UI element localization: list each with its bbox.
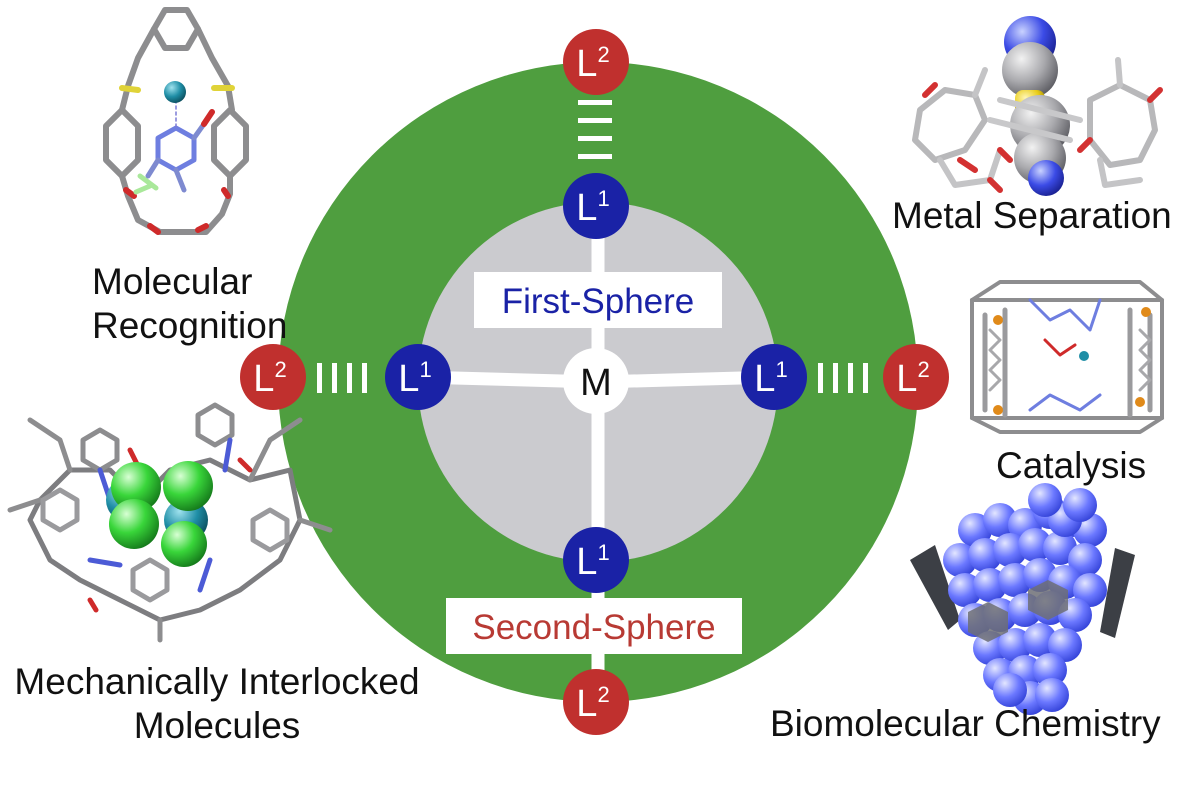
hbond-dash — [578, 118, 612, 123]
first-sphere-label: First-Sphere — [502, 282, 695, 321]
ligand-l2-right: L2 — [883, 344, 949, 410]
catalysis-label: Catalysis — [996, 445, 1147, 486]
mechanically-interlocked-label: Mechanically Interlocked Molecules — [2, 660, 432, 748]
ligand-l1-top: L1 — [563, 173, 629, 239]
atom-sphere — [993, 673, 1027, 707]
ligand-circle — [563, 527, 629, 593]
second-sphere-interactions — [317, 100, 868, 393]
ligand-label: L2 — [896, 357, 929, 400]
first-sphere-label-box: First-Sphere — [474, 272, 722, 328]
hbond-dash — [848, 363, 853, 393]
ligand-label: L2 — [253, 357, 286, 400]
second-sphere-label: Second-Sphere — [472, 608, 715, 647]
ligand-label: L2 — [576, 42, 609, 85]
ligand-circle — [741, 344, 807, 410]
macrocycle-host-guest-model — [103, 7, 249, 235]
ligand-label: L2 — [576, 682, 609, 725]
ligand-l1-left: L1 — [385, 344, 451, 410]
atom-sphere — [973, 631, 1007, 665]
ligand-label: L1 — [754, 357, 787, 400]
atom-sphere — [1018, 528, 1052, 562]
hbond-dash — [818, 363, 823, 393]
metal-separation-label: Metal Separation — [892, 195, 1172, 236]
atom-sphere — [1073, 573, 1107, 607]
ligand-l2-top: L2 — [563, 29, 629, 95]
biomolecule-spacefill-model — [910, 483, 1135, 715]
ligand-circle — [240, 344, 306, 410]
hbond-dash — [347, 363, 352, 393]
ligand-circle — [883, 344, 949, 410]
ligand-label: L1 — [576, 186, 609, 229]
cage-catalyst-model — [970, 280, 1164, 434]
metal-center: M — [563, 348, 629, 414]
atom-sphere — [1035, 678, 1069, 712]
ligand-circle — [385, 344, 451, 410]
ligand-l2-bottom: L2 — [563, 669, 629, 735]
ligand-label: L1 — [576, 540, 609, 583]
second-sphere-label-box: Second-Sphere — [446, 598, 742, 654]
ligand-circle — [563, 173, 629, 239]
ligand-l1-bottom: L1 — [563, 527, 629, 593]
ligand-circle — [563, 29, 629, 95]
hbond-dash — [362, 363, 367, 393]
hbond-dash — [578, 136, 612, 141]
hbond-dash — [317, 363, 322, 393]
ligand-l2-left: L2 — [240, 344, 306, 410]
label-line: Molecular — [92, 261, 253, 302]
biomolecular-chemistry-label: Biomolecular Chemistry — [770, 703, 1161, 744]
hbond-dash — [833, 363, 838, 393]
molecular-recognition-label: Molecular Recognition — [92, 260, 287, 348]
atom-sphere — [1068, 543, 1102, 577]
ligand-circle — [563, 669, 629, 735]
hbond-dash — [578, 100, 612, 105]
label-line: Recognition — [92, 305, 288, 346]
metal-label: M — [580, 362, 612, 404]
hbond-dash — [332, 363, 337, 393]
interlocked-cage-spheres-model — [7, 402, 333, 643]
hbond-dash — [863, 363, 868, 393]
metal-separation-complex-model — [912, 16, 1163, 196]
hbond-dash — [578, 154, 612, 159]
ligand-l1-right: L1 — [741, 344, 807, 410]
atom-sphere — [1063, 488, 1097, 522]
ligand-label: L1 — [398, 357, 431, 400]
atom-sphere — [1033, 653, 1067, 687]
atom-sphere — [1028, 483, 1062, 517]
atom-sphere — [1048, 628, 1082, 662]
label-line: Mechanically Interlocked — [14, 661, 420, 702]
label-line: Molecules — [133, 705, 301, 746]
